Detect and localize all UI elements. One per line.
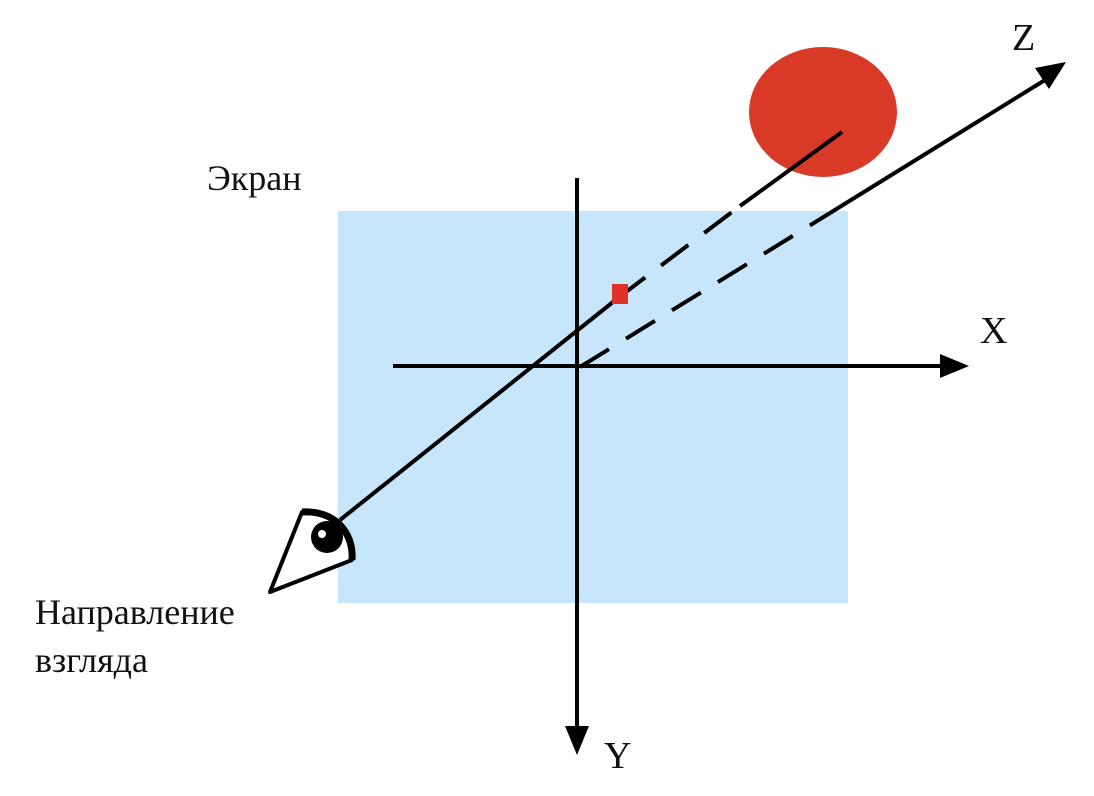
sight-line-solid — [338, 296, 620, 522]
z-axis — [828, 78, 1047, 215]
z-axis-label: Z — [1012, 17, 1035, 59]
red-object — [749, 47, 897, 177]
sight-line-dashed — [616, 204, 742, 300]
eye-icon — [268, 508, 356, 594]
screen-plane — [338, 211, 848, 603]
x-axis-label: X — [980, 310, 1007, 352]
screen-label: Экран — [207, 158, 302, 198]
sight-line-to-object — [738, 130, 844, 208]
projection-point — [612, 284, 628, 304]
gaze-direction-label-line1: Направление — [35, 592, 235, 632]
x-axis-arrowhead — [940, 354, 969, 378]
z-axis-arrowhead — [1035, 62, 1066, 89]
y-axis-arrowhead — [565, 726, 589, 755]
z-axis-dashed — [578, 211, 832, 369]
y-axis-label: Y — [604, 735, 631, 777]
gaze-direction-label-line2: взгляда — [35, 640, 148, 680]
